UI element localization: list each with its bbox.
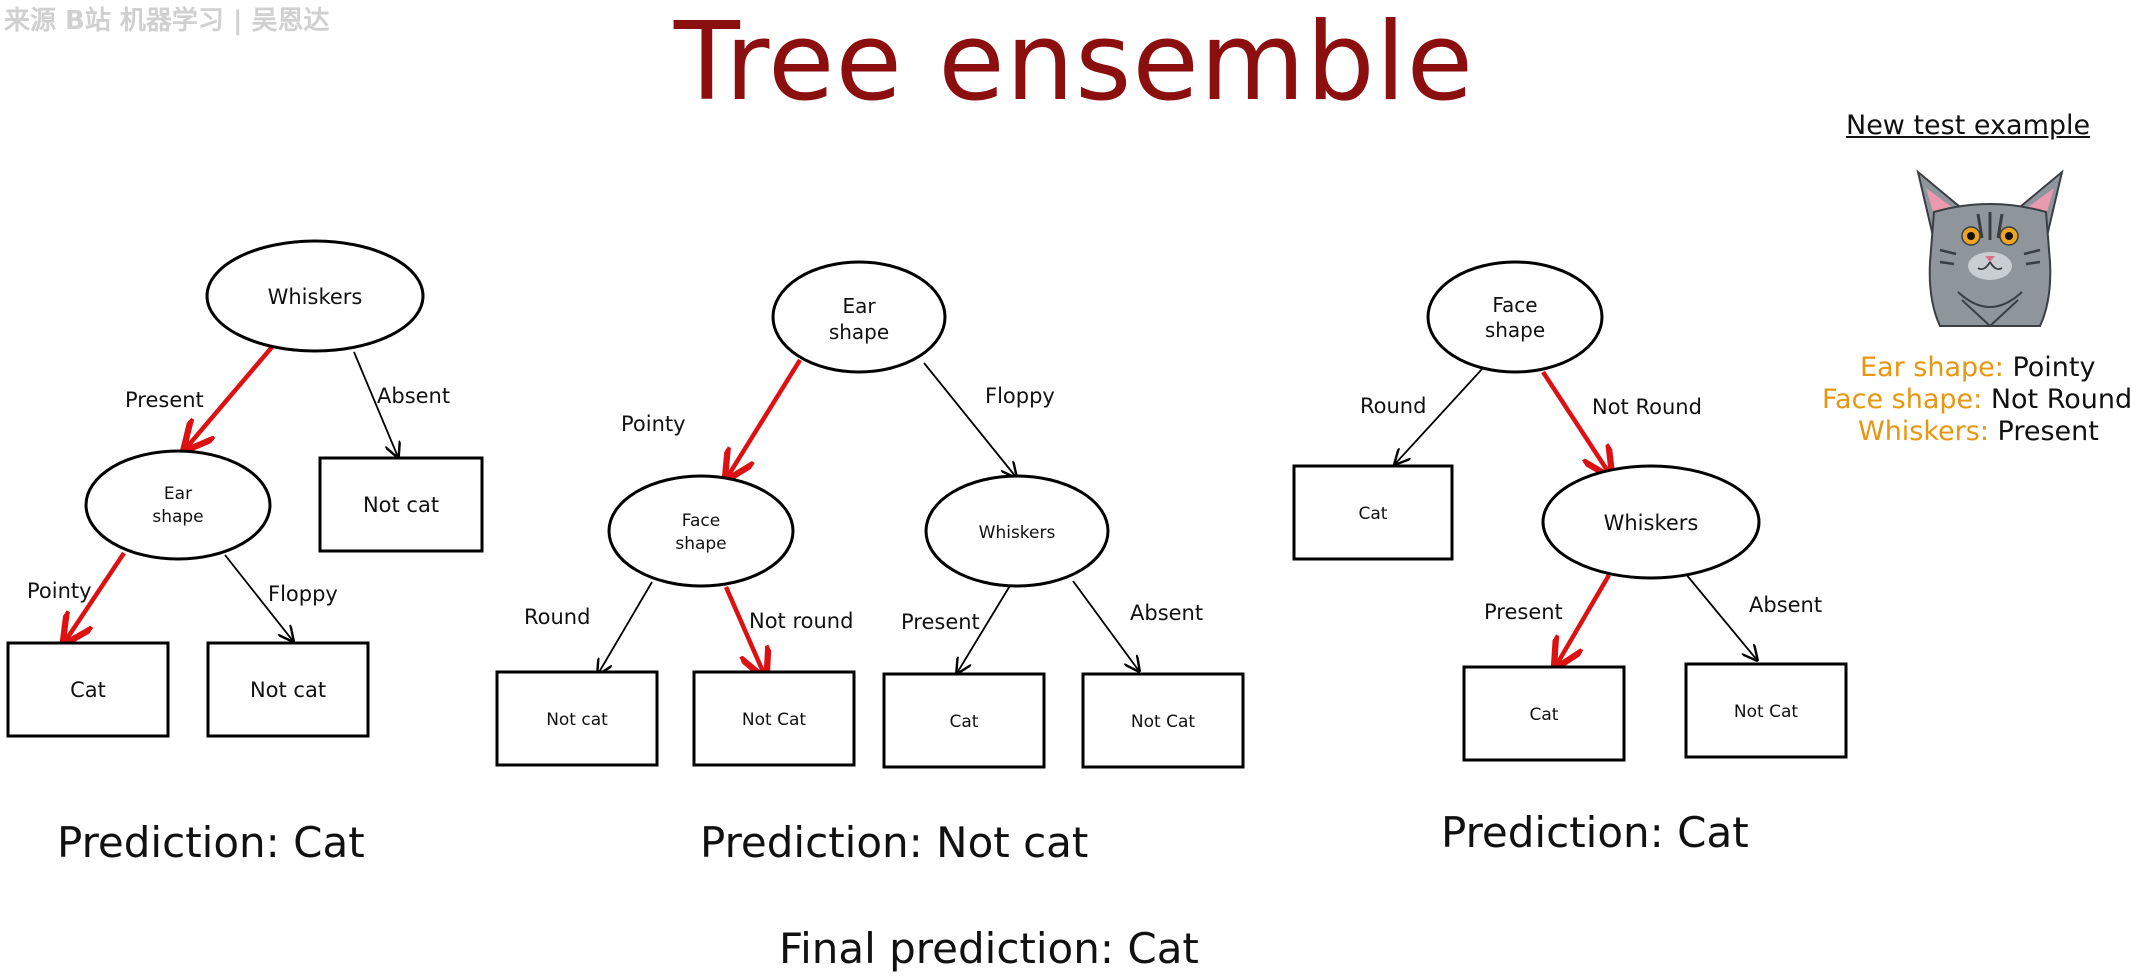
leaf-cat-2-label: Cat: [1530, 705, 1559, 725]
edge-label-round: Round: [524, 605, 590, 629]
test-example-header: New test example: [1846, 110, 2091, 141]
edge-label-floppy: Floppy: [268, 582, 338, 606]
edge-label-pointy: Pointy: [27, 579, 92, 603]
node-whiskers: [924, 474, 1110, 588]
edge-present: [187, 345, 274, 447]
edge-label-absent: Absent: [377, 384, 450, 408]
leaf-not-cat-label: Not cat: [363, 493, 439, 517]
leaf-not-cat-label: Not cat: [546, 710, 608, 730]
leaf-not-cat: [495, 670, 659, 767]
leaf-not-cat-2-label: Not Cat: [742, 710, 806, 730]
node-ear-shape-label-2: shape: [829, 320, 889, 344]
edge-label-not-round: Not Round: [1592, 395, 1702, 419]
watermark: 来源 B站 机器学习 | 吴恩达: [4, 6, 330, 36]
tree-1: Whiskers Ear shape Not cat Cat Not cat P…: [6, 239, 484, 738]
edge-floppy: [224, 554, 293, 641]
leaf-not-cat: [318, 456, 484, 553]
tree-2-prediction: Prediction: Not cat: [700, 818, 1089, 867]
slide-title: Tree ensemble: [673, 0, 1475, 125]
feature-value: Present: [1997, 416, 2099, 447]
leaf-not-cat-3-label: Not Cat: [1131, 712, 1195, 732]
edge-not-round: [1541, 370, 1609, 473]
node-whiskers-label: Whiskers: [1604, 511, 1699, 535]
node-face-shape-label-2: shape: [675, 534, 726, 554]
leaf-cat-label: Cat: [1359, 504, 1388, 524]
leaf-cat: [1292, 464, 1454, 561]
feature-whiskers: Whiskers: Present: [1858, 416, 2099, 447]
edge-label-floppy: Floppy: [985, 384, 1055, 408]
node-face-shape: [1426, 260, 1604, 374]
edge-label-absent: Absent: [1130, 601, 1203, 625]
node-whiskers: [1541, 464, 1761, 580]
feature-value: Pointy: [2012, 352, 2096, 383]
node-face-shape: [607, 474, 795, 588]
edge-not-round: [723, 586, 764, 674]
final-prediction: Final prediction: Cat: [779, 924, 1199, 973]
edge-round: [598, 581, 653, 674]
edge-present: [1557, 573, 1611, 664]
edge-present: [957, 583, 1012, 673]
node-face-shape-label-2: shape: [1485, 318, 1545, 342]
node-whiskers: [205, 239, 425, 353]
edge-absent: [1684, 572, 1757, 660]
node-whiskers-label: Whiskers: [268, 285, 363, 309]
edge-label-pointy: Pointy: [621, 412, 686, 436]
tree-3-prediction: Prediction: Cat: [1441, 808, 1749, 857]
leaf-cat-label: Cat: [70, 678, 106, 702]
edge-label-absent: Absent: [1749, 593, 1822, 617]
node-ear-shape-label-1: Ear: [842, 294, 876, 318]
leaf-cat: [882, 672, 1046, 769]
feature-name: Face shape:: [1822, 384, 1983, 415]
edge-label-not-round: Not round: [749, 609, 853, 633]
leaf-cat-label: Cat: [950, 712, 979, 732]
edge-label-present: Present: [1484, 600, 1563, 624]
tree-1-prediction: Prediction: Cat: [57, 818, 365, 867]
node-ear-shape-label-2: shape: [152, 507, 203, 527]
edge-absent: [353, 351, 398, 457]
leaf-not-cat-2: [206, 641, 370, 738]
edge-label-present: Present: [901, 610, 980, 634]
feature-ear-shape: Ear shape: Pointy: [1860, 352, 2095, 383]
tree-3: Face shape Cat Whiskers Cat Not Cat Roun…: [1292, 260, 1848, 762]
feature-name: Whiskers:: [1858, 416, 1989, 447]
feature-name: Ear shape:: [1860, 352, 2004, 383]
leaf-not-cat: [1684, 662, 1848, 759]
tree-2: Ear shape Face shape Whiskers Not cat No…: [495, 260, 1245, 769]
leaf-not-cat-2-label: Not cat: [250, 678, 326, 702]
edge-round: [1395, 367, 1484, 464]
edge-pointy: [728, 358, 802, 476]
cat-face-icon: [1916, 169, 2064, 328]
feature-value: Not Round: [1990, 384, 2133, 415]
node-ear-shape: [771, 260, 947, 374]
leaf-not-cat-2: [692, 670, 856, 767]
edge-label-present: Present: [125, 388, 204, 412]
leaf-cat-2: [1462, 665, 1626, 762]
node-ear-shape-label-1: Ear: [164, 484, 192, 504]
leaf-not-cat-3: [1081, 672, 1245, 769]
edge-floppy: [923, 362, 1016, 477]
feature-face-shape: Face shape: Not Round: [1822, 384, 2132, 415]
node-face-shape-label-1: Face: [1492, 293, 1537, 317]
leaf-cat: [6, 641, 170, 738]
leaf-not-cat-label: Not Cat: [1734, 702, 1798, 722]
edge-label-round: Round: [1360, 394, 1426, 418]
edge-pointy: [66, 551, 126, 640]
node-face-shape-label-1: Face: [682, 511, 720, 531]
node-whiskers-label: Whiskers: [979, 523, 1056, 543]
node-ear-shape: [84, 449, 272, 561]
edge-absent: [1072, 580, 1139, 671]
